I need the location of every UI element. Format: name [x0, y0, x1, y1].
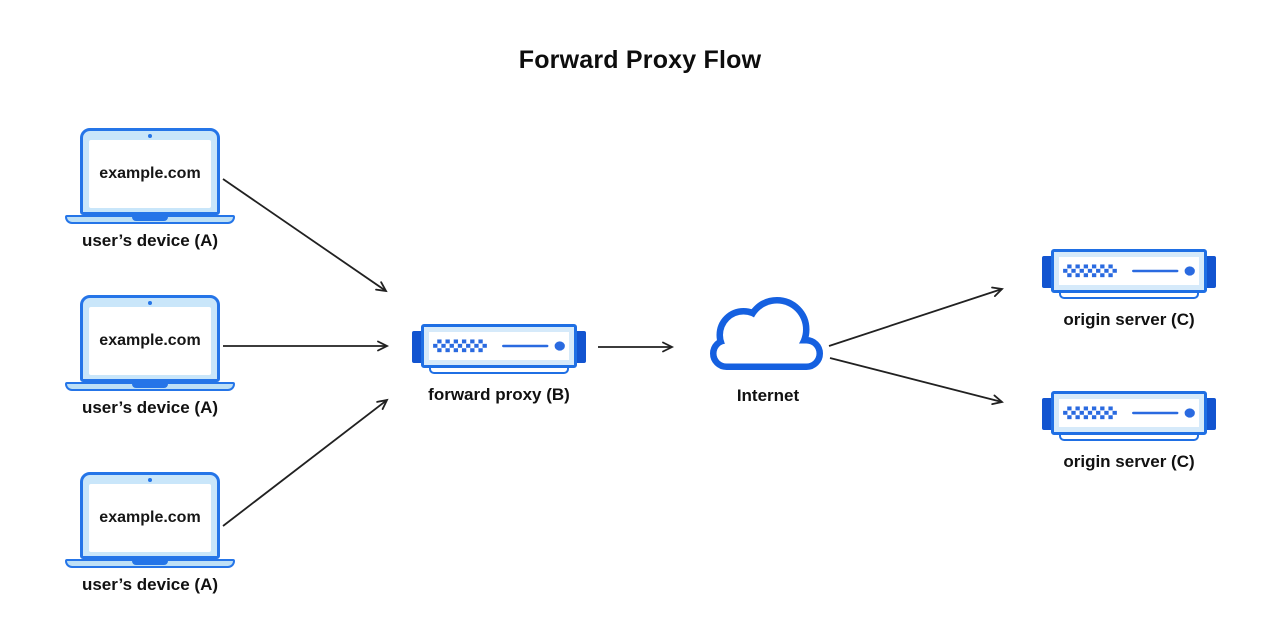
server-panel	[1059, 257, 1199, 285]
internet-label: Internet	[736, 386, 800, 405]
device-label: user’s device (A)	[81, 398, 219, 417]
device-label: user’s device (A)	[81, 575, 219, 594]
laptop-base	[65, 559, 235, 568]
laptop-screen: example.com	[89, 307, 211, 375]
flow-arrow-device1-proxy	[222, 178, 388, 293]
camera-dot-icon	[148, 134, 152, 138]
server-icon	[421, 324, 577, 368]
server-tab	[575, 331, 586, 363]
server-tab	[412, 331, 423, 363]
server-tab	[1042, 256, 1053, 288]
server-face	[433, 339, 565, 353]
screen-url: example.com	[99, 332, 201, 349]
screen-url: example.com	[99, 165, 201, 182]
laptop-notch	[132, 384, 168, 388]
flow-arrow-device3-proxy	[222, 398, 389, 527]
server-tab	[1042, 398, 1053, 430]
laptop-screen: example.com	[89, 140, 211, 208]
laptop-icon: example.com	[80, 128, 220, 215]
server-icon	[1051, 391, 1207, 435]
screen-url: example.com	[99, 509, 201, 526]
origin-server-label: origin server (C)	[1063, 310, 1195, 329]
flow-arrow-internet-origin2	[829, 357, 1004, 406]
laptop-notch	[132, 561, 168, 565]
laptop-screen: example.com	[89, 484, 211, 552]
laptop-icon: example.com	[80, 295, 220, 382]
server-icon	[1051, 249, 1207, 293]
internet-cloud-node: Internet	[706, 296, 830, 405]
server-tab	[1205, 398, 1216, 430]
flow-arrow-internet-origin1	[828, 286, 1004, 347]
camera-dot-icon	[148, 478, 152, 482]
laptop-notch	[132, 217, 168, 221]
origin-server-label: origin server (C)	[1063, 452, 1195, 471]
proxy-label: forward proxy (B)	[428, 385, 570, 404]
laptop-base	[65, 215, 235, 224]
server-face	[1063, 406, 1195, 420]
device-label: user’s device (A)	[81, 231, 219, 250]
diagram-title: Forward Proxy Flow	[518, 46, 762, 74]
cloud-icon	[710, 297, 823, 370]
camera-dot-icon	[148, 301, 152, 305]
user-device-node-1: example.com user’s device (A)	[65, 128, 235, 250]
server-face	[1063, 264, 1195, 278]
server-tab	[1205, 256, 1216, 288]
server-panel	[1059, 399, 1199, 427]
server-panel	[429, 332, 569, 360]
user-device-node-3: example.com user’s device (A)	[65, 472, 235, 594]
user-device-node-2: example.com user’s device (A)	[65, 295, 235, 417]
laptop-base	[65, 382, 235, 391]
laptop-icon: example.com	[80, 472, 220, 559]
